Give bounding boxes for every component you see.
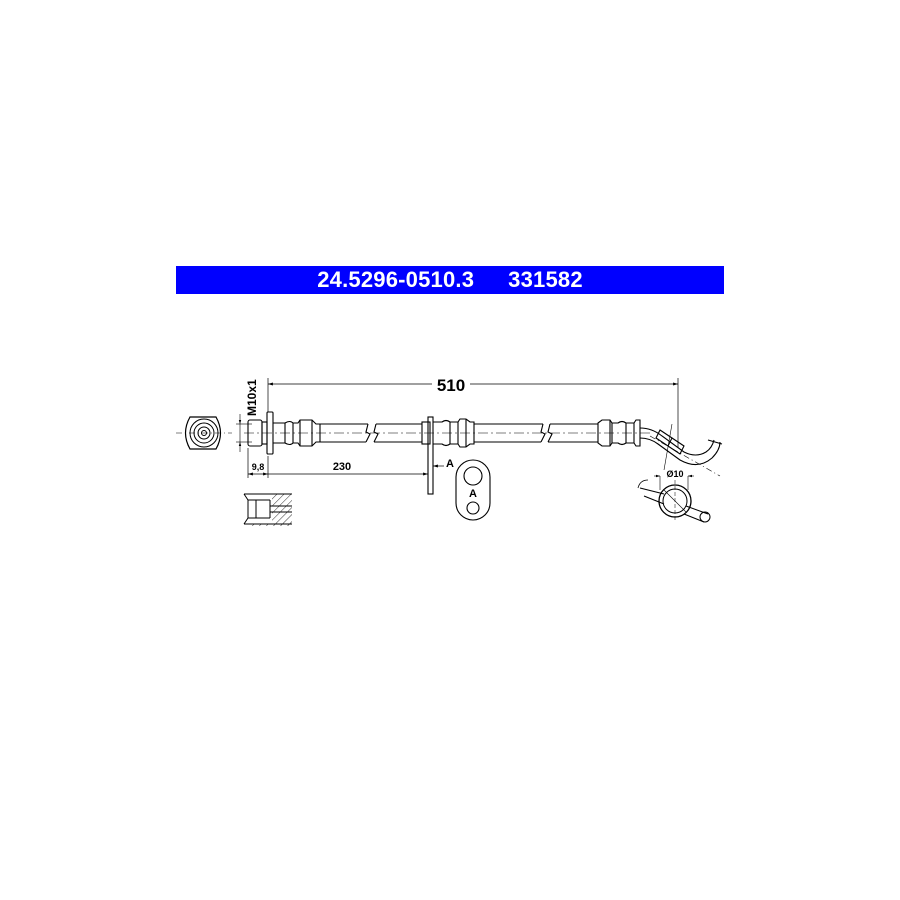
bracket-view-a: [455, 459, 491, 521]
bracket-view-label: A: [469, 488, 477, 500]
part-number: 24.5296-0510.3: [317, 267, 475, 292]
overall-length-dimension: [267, 378, 679, 448]
section-arrow-label: A: [446, 458, 454, 470]
thread-section-detail: [243, 493, 292, 526]
right-fitting: [597, 419, 723, 477]
thread-length-label: 9,8: [252, 462, 265, 472]
fitting-end-view: [176, 416, 232, 450]
thread-spec-label: M10x1: [245, 379, 259, 416]
end-diameter-label: Ø10: [666, 469, 683, 479]
overall-length-label: 510: [437, 376, 465, 395]
end-diameter-detail: [637, 474, 711, 523]
part-number-banner: 24.5296-0510.3 331582: [176, 266, 724, 294]
hose-segment-2: [474, 423, 598, 443]
offset-dimensions: [247, 448, 444, 478]
article-number: 331582: [508, 267, 583, 292]
thread-dimension: [236, 414, 252, 452]
clip-position-label: 230: [333, 461, 351, 473]
